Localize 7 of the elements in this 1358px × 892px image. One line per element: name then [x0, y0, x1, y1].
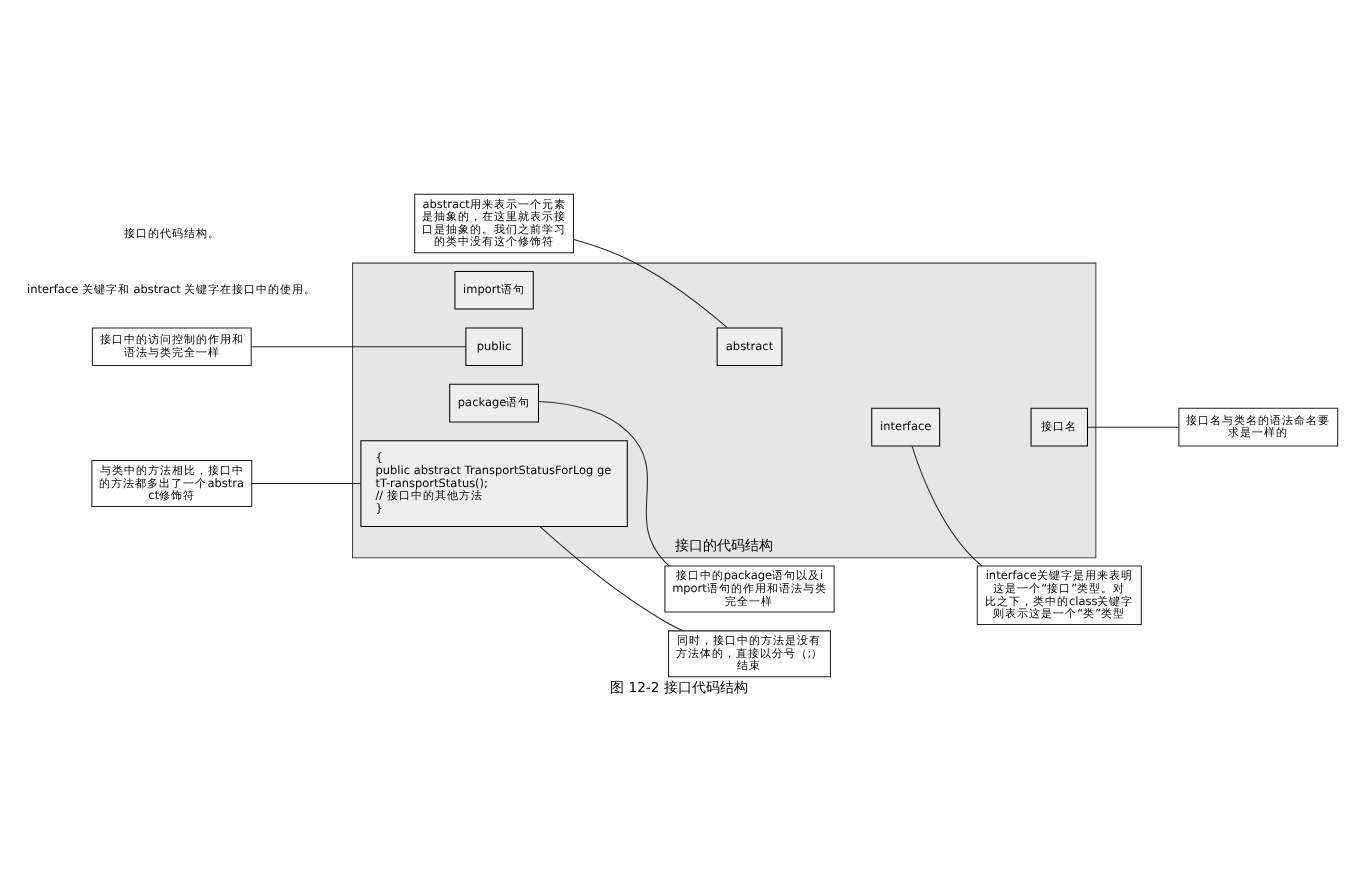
connector: [538, 400, 670, 566]
connector: [251, 345, 467, 347]
connector: [573, 238, 728, 328]
connector: [539, 524, 684, 631]
connector: [1087, 425, 1180, 427]
connector: [911, 444, 983, 566]
connector: [251, 482, 362, 484]
